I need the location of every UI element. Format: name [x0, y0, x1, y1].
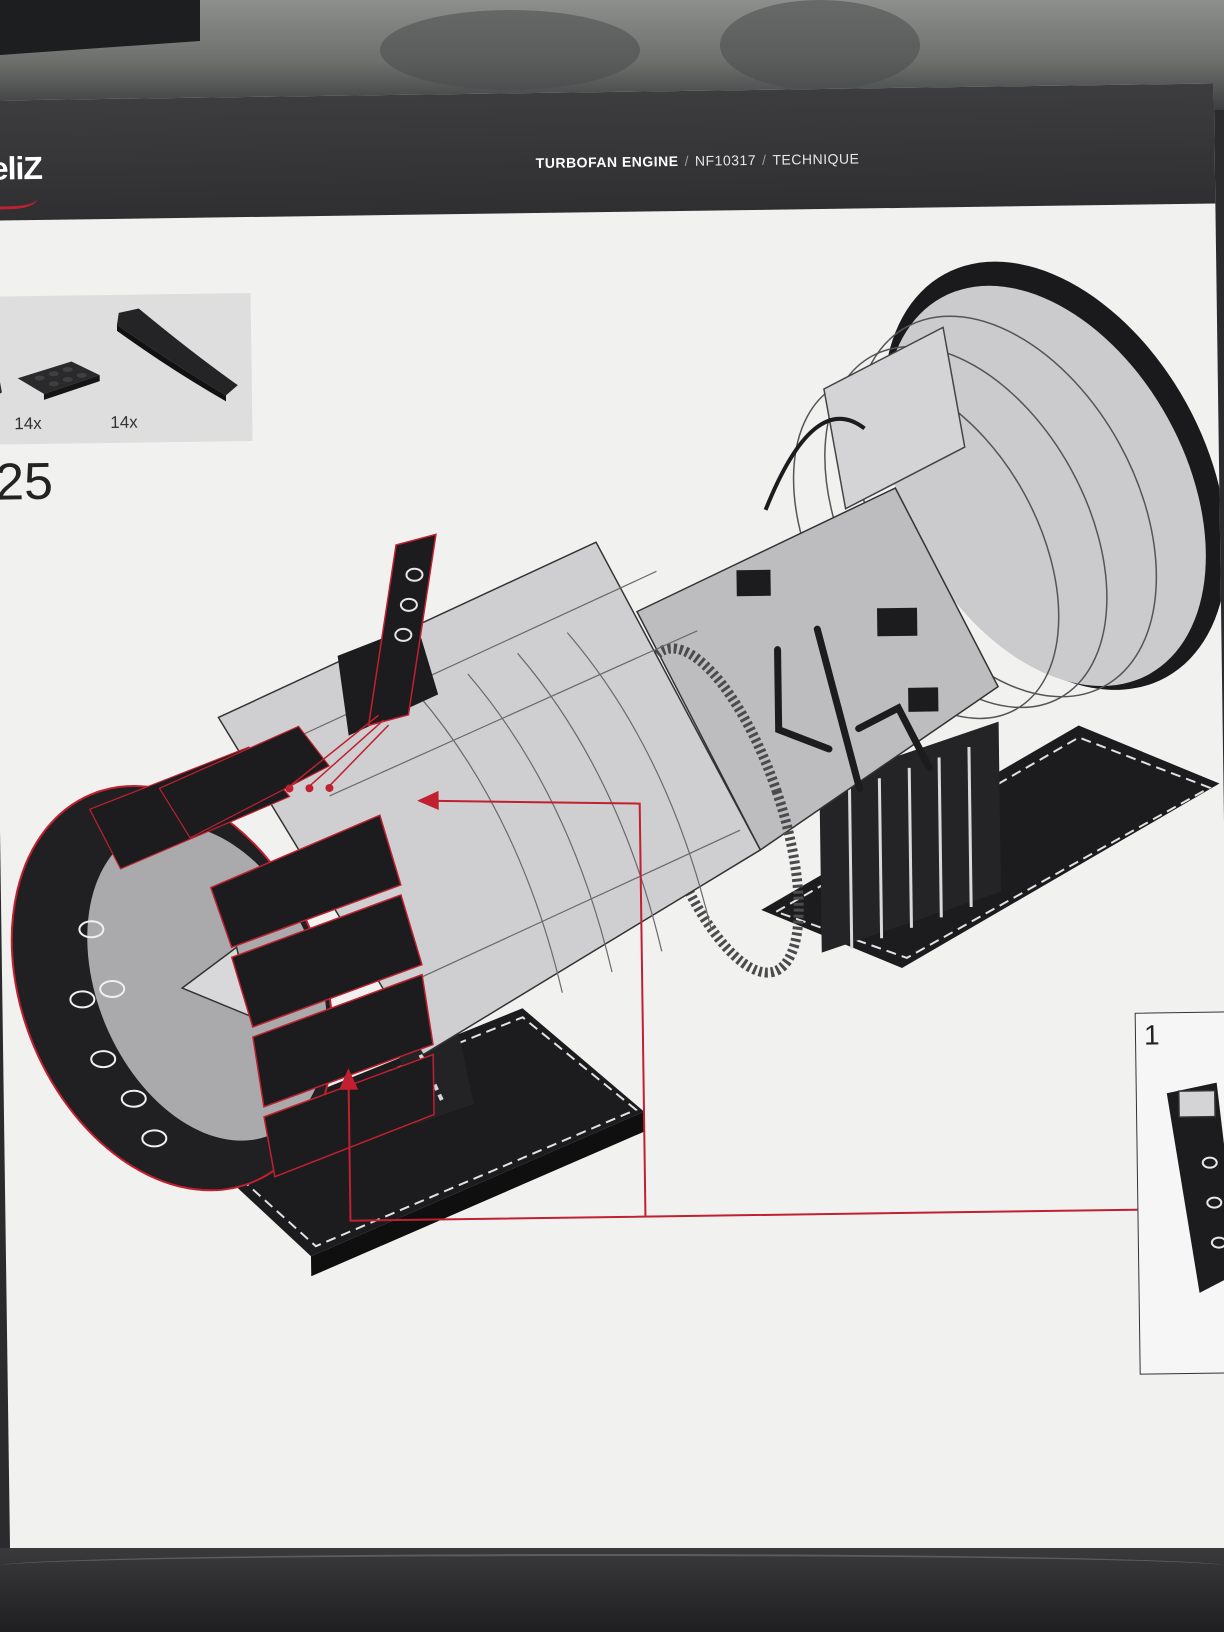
background-dark-corner	[0, 0, 200, 55]
black-curved-slope-brick-icon	[116, 308, 238, 402]
engine-assembly-illustration	[10, 261, 1224, 1277]
parts-icons	[0, 308, 238, 402]
rear-stand	[761, 721, 1220, 968]
background-blur-shape	[380, 10, 640, 90]
instruction-page: eliZ TURBOFAN ENGINE/NF10317/TECHNIQUE	[0, 83, 1224, 1569]
background-table-edge	[0, 1548, 1224, 1632]
substep-part-icon	[1166, 1082, 1224, 1293]
parts-list-box: 14x 14x	[0, 292, 253, 445]
exhaust-nozzle	[10, 725, 435, 1192]
black-plate-brick-icon	[0, 361, 100, 400]
substep-number: 1	[1143, 1019, 1160, 1051]
core-section	[635, 487, 1000, 978]
substep-callout-box: 1	[1134, 1011, 1224, 1375]
table-rim	[0, 1554, 1224, 1578]
new-part-highlight	[285, 533, 437, 793]
callout-pointer-lines	[339, 790, 1156, 1222]
fan-casing	[763, 261, 1224, 720]
background-blur-shape	[720, 0, 920, 90]
